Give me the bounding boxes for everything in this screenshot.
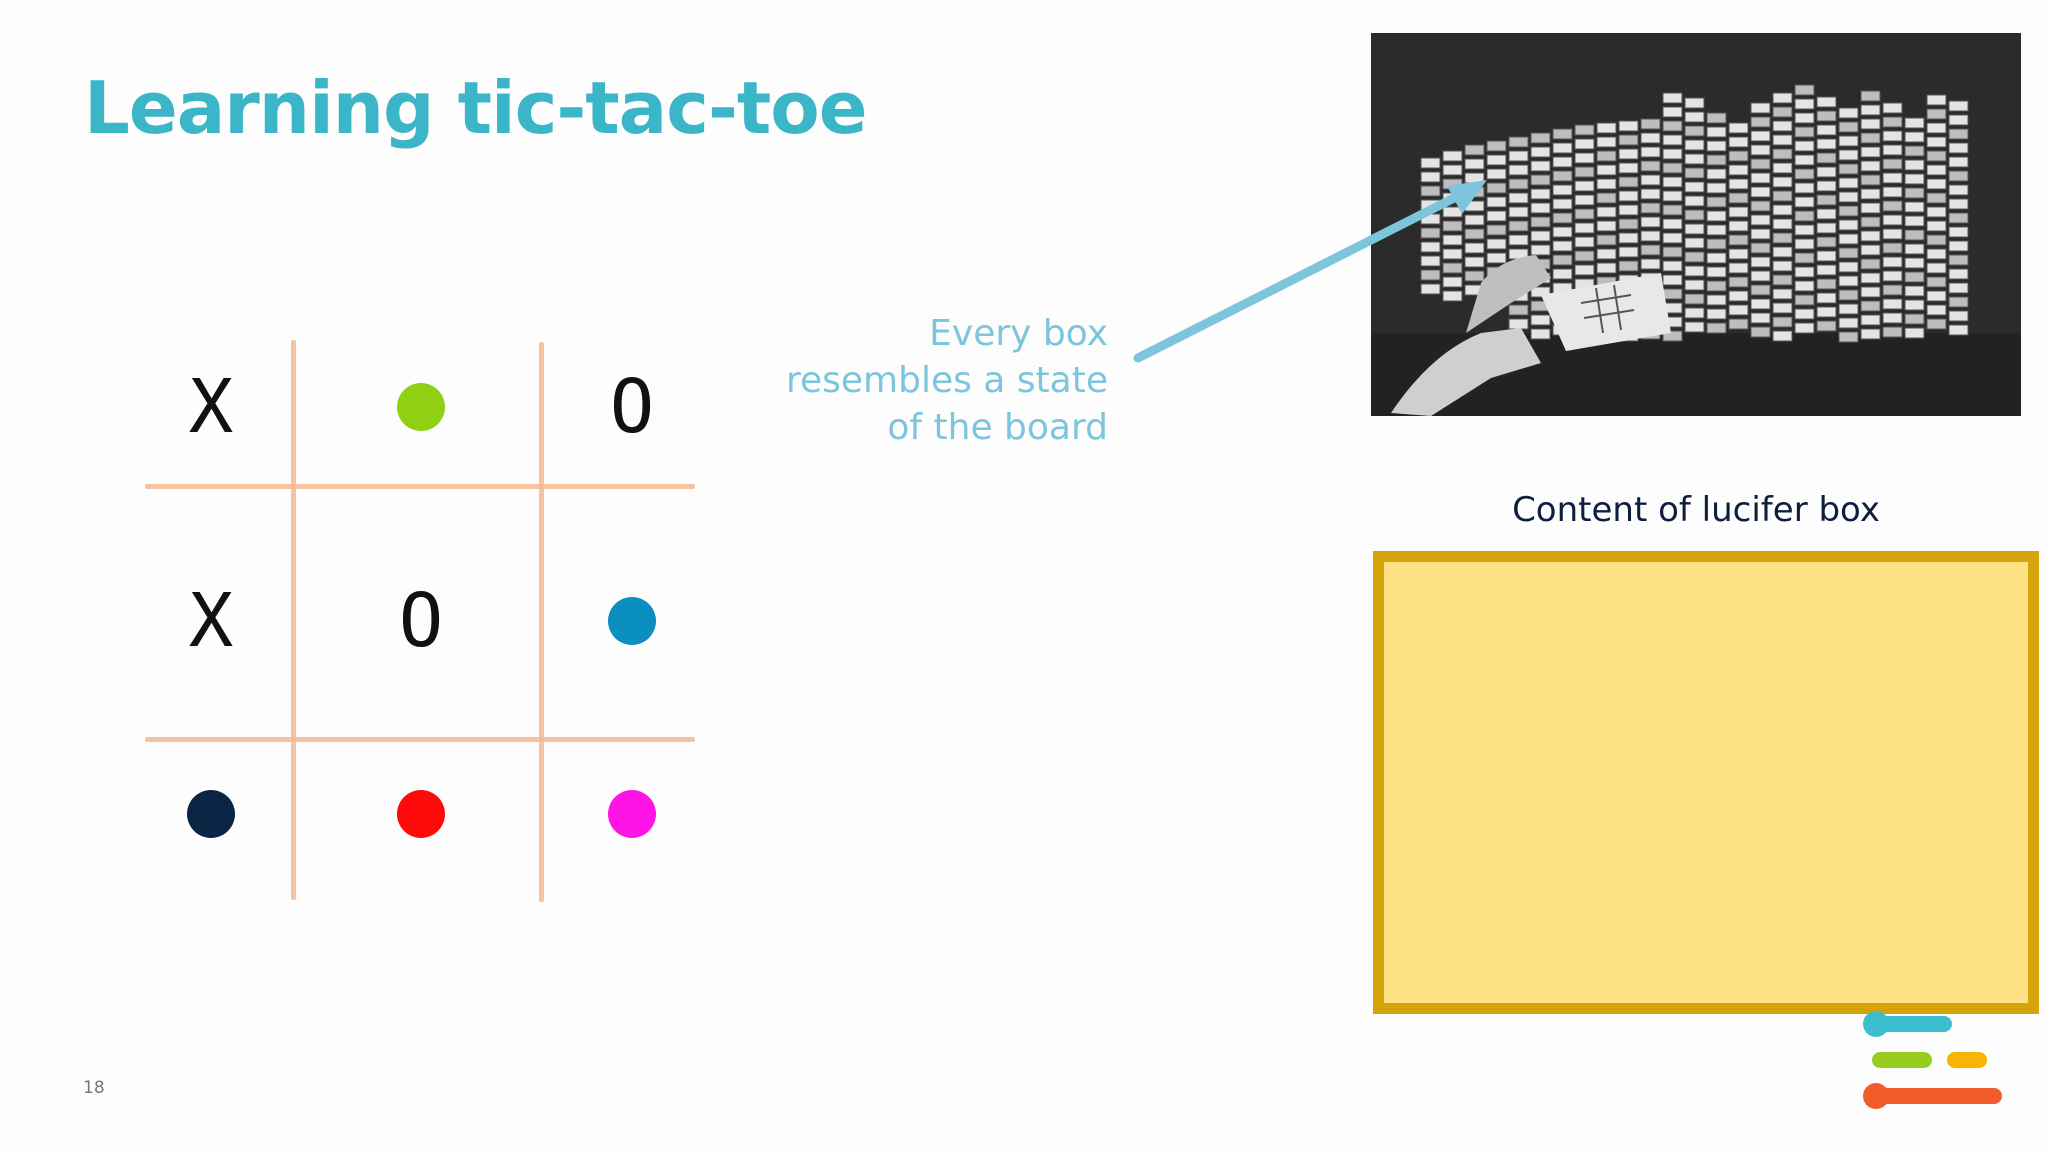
tic-tac-toe-board: X O X O — [140, 330, 700, 910]
callout-line-1: Every box — [929, 313, 1108, 354]
callout-line-3: of the board — [887, 407, 1108, 448]
grid-line-horizontal-1 — [145, 484, 695, 489]
cell-mark-0-2: O — [609, 364, 655, 450]
brand-logo-icon — [1863, 1011, 2002, 1109]
page-title: Learning tic-tac-toe — [84, 66, 868, 150]
callout-text: Every box resembles a state of the board — [748, 310, 1108, 451]
cell-dot-0-1 — [397, 383, 445, 431]
cell-dot-1-2 — [608, 597, 656, 645]
lucifer-box-caption: Content of lucifer box — [1512, 490, 1880, 530]
grid-line-horizontal-2 — [145, 737, 695, 742]
cell-mark-1-0: X — [188, 578, 234, 664]
callout-line-2: resembles a state — [785, 360, 1108, 401]
matchbox-machine-photo — [1371, 33, 2021, 416]
cell-dot-2-1 — [397, 790, 445, 838]
lucifer-box — [1373, 551, 2039, 1014]
cell-mark-1-1: O — [398, 578, 444, 664]
cell-dot-2-0 — [187, 790, 235, 838]
grid-line-vertical-2 — [539, 342, 544, 902]
grid-line-vertical-1 — [291, 340, 296, 900]
cell-mark-0-0: X — [188, 364, 234, 450]
cell-dot-2-2 — [608, 790, 656, 838]
slide-number: 18 — [83, 1078, 105, 1098]
